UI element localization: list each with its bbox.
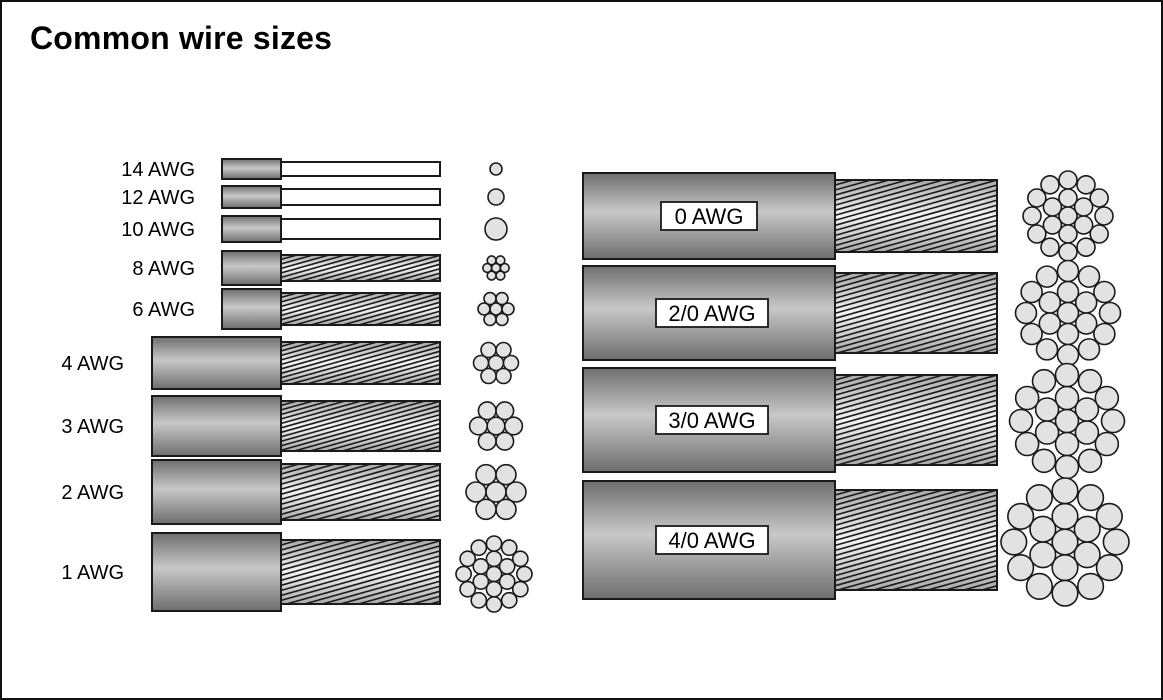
cross-section xyxy=(465,463,527,521)
wire-label: 3 AWG xyxy=(61,416,124,438)
cross-section xyxy=(484,217,508,241)
wire-label: 2 AWG xyxy=(61,482,124,504)
wire-label: 1 AWG xyxy=(61,562,124,584)
insulation xyxy=(221,250,282,286)
cross-section xyxy=(1022,170,1114,262)
cross-section xyxy=(477,291,515,327)
wire-label: 0 AWG xyxy=(675,204,744,229)
wire-label: 10 AWG xyxy=(121,219,195,241)
wire-label: 2/0 AWG xyxy=(668,301,755,326)
wire-2-0-awg: 2/0 AWG xyxy=(582,259,1122,367)
insulation xyxy=(151,459,282,525)
wire-label: 4 AWG xyxy=(61,353,124,375)
insulation xyxy=(221,185,282,209)
cross-section xyxy=(468,401,524,451)
conductor xyxy=(834,374,998,466)
wire-6-awg: 6 AWG xyxy=(132,288,515,330)
conductor xyxy=(834,489,998,591)
wire-14-awg: 14 AWG xyxy=(121,158,503,181)
wire-2-awg: 2 AWG xyxy=(61,459,527,525)
wire-label: 6 AWG xyxy=(132,299,195,321)
wire-3-0-awg: 3/0 AWG xyxy=(582,362,1126,480)
label-box xyxy=(660,201,758,231)
label-box xyxy=(655,298,769,328)
conductor xyxy=(280,463,441,521)
wire-3-awg: 3 AWG xyxy=(61,395,524,457)
conductor xyxy=(280,539,441,605)
wire-12-awg: 12 AWG xyxy=(121,185,505,209)
wire-label: 3/0 AWG xyxy=(668,408,755,433)
insulation xyxy=(151,395,282,457)
cross-section xyxy=(472,341,520,385)
label-box xyxy=(655,525,769,555)
insulation xyxy=(151,336,282,390)
diagram-title: Common wire sizes xyxy=(30,20,333,56)
wire-10-awg: 10 AWG xyxy=(121,215,508,243)
conductor xyxy=(280,254,441,282)
wire-8-awg: 8 AWG xyxy=(132,250,510,286)
wire-4-awg: 4 AWG xyxy=(61,336,520,390)
wire-0-awg: 0 AWG xyxy=(582,170,1114,262)
wire-label: 14 AWG xyxy=(121,159,195,181)
wire-1-awg: 1 AWG xyxy=(61,532,533,613)
insulation xyxy=(221,288,282,330)
conductor xyxy=(280,188,441,206)
cross-section xyxy=(1014,259,1122,367)
insulation xyxy=(151,532,282,612)
label-box xyxy=(655,405,769,435)
insulation xyxy=(221,215,282,243)
conductor xyxy=(280,218,441,240)
cross-section xyxy=(455,535,533,613)
conductor xyxy=(280,341,441,385)
cross-section xyxy=(487,188,505,206)
conductor xyxy=(280,400,441,452)
conductor xyxy=(280,161,441,177)
cross-section xyxy=(1000,477,1130,607)
insulation xyxy=(221,158,282,180)
wire-label: 8 AWG xyxy=(132,258,195,280)
cross-section xyxy=(1008,362,1126,480)
cross-section xyxy=(482,255,510,281)
wire-4-0-awg: 4/0 AWG xyxy=(582,477,1130,607)
wire-label: 12 AWG xyxy=(121,187,195,209)
conductor xyxy=(280,292,441,326)
conductor xyxy=(834,272,998,354)
wire-label: 4/0 AWG xyxy=(668,528,755,553)
cross-section xyxy=(489,162,503,176)
conductor xyxy=(834,179,998,253)
